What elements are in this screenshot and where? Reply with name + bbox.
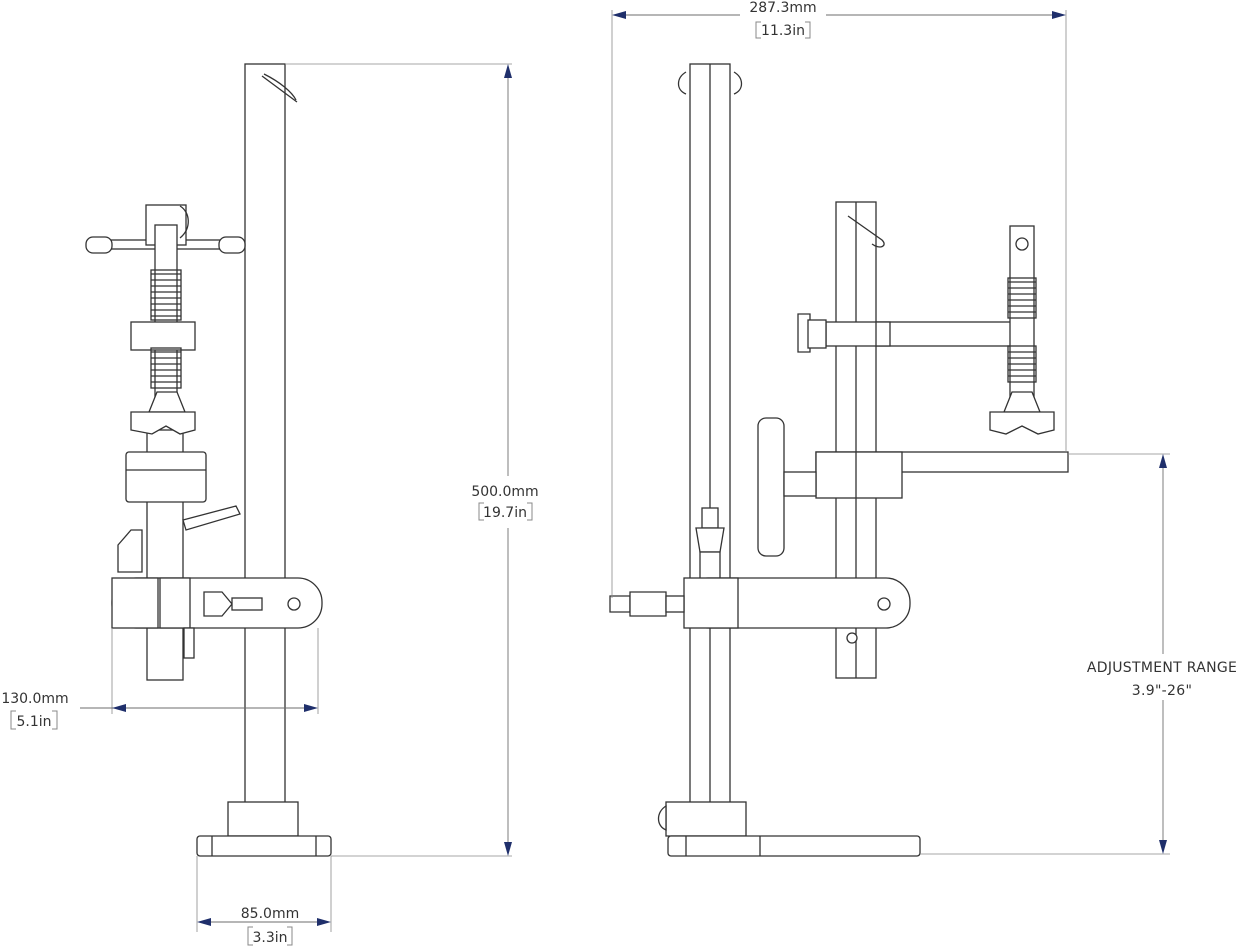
front-lock-lever — [182, 505, 241, 531]
side-base-plate — [667, 835, 921, 857]
front-post — [244, 63, 286, 805]
height-mm-label: 500.0mm — [471, 484, 538, 500]
adjustment-range-title: ADJUSTMENT RANGE — [1087, 660, 1237, 676]
base-in-label: 3.3in — [252, 930, 287, 946]
dimension-reach: 130.0mm 5.1in — [1, 691, 318, 730]
base-mm-label: 85.0mm — [241, 906, 299, 922]
front-side-knob — [117, 529, 143, 573]
adjustment-range-value: 3.9"-26" — [1132, 683, 1192, 699]
front-post-ring — [261, 73, 298, 103]
dimension-height: 500.0mm 19.7in — [471, 64, 539, 856]
width-in-label: 11.3in — [761, 23, 805, 39]
side-spring-lower — [1007, 345, 1037, 383]
side-lower-screw — [609, 595, 631, 613]
height-in-label: 19.7in — [483, 505, 527, 521]
width-mm-label: 287.3mm — [749, 0, 816, 16]
dimension-adjustment: ADJUSTMENT RANGE 3.9"-26" — [1084, 454, 1240, 854]
front-spring-lower — [150, 347, 182, 389]
side-arm-pivot — [877, 597, 891, 611]
side-upper-arm — [825, 321, 1013, 347]
side-base-collar — [665, 801, 747, 837]
front-arm-screw — [203, 591, 233, 617]
side-swivel-pad — [989, 411, 1055, 435]
side-screw — [1009, 225, 1035, 403]
side-spring-upper — [1007, 277, 1037, 319]
reach-in-label: 5.1in — [16, 714, 51, 730]
dimension-base: 85.0mm 3.3in — [197, 906, 331, 946]
dimension-width: 287.3mm 11.3in — [612, 0, 1066, 39]
front-spring-collar — [130, 321, 196, 351]
side-base-knob — [657, 804, 667, 831]
front-t-handle-knob-left — [85, 236, 113, 254]
side-t-knob — [757, 417, 785, 557]
side-upper-knob — [797, 313, 811, 353]
front-screw — [154, 224, 178, 406]
front-base-collar — [227, 801, 299, 837]
front-arm-pivot — [287, 597, 301, 611]
extension-lines — [111, 10, 1170, 932]
front-view — [85, 63, 332, 857]
front-spring-upper — [150, 269, 182, 321]
front-base-plate — [196, 835, 332, 857]
front-swivel-pad — [130, 411, 196, 435]
front-collar-block — [125, 451, 207, 503]
side-view — [609, 63, 1069, 857]
reach-mm-label: 130.0mm — [1, 691, 68, 707]
front-t-handle-knob-right — [218, 236, 246, 254]
